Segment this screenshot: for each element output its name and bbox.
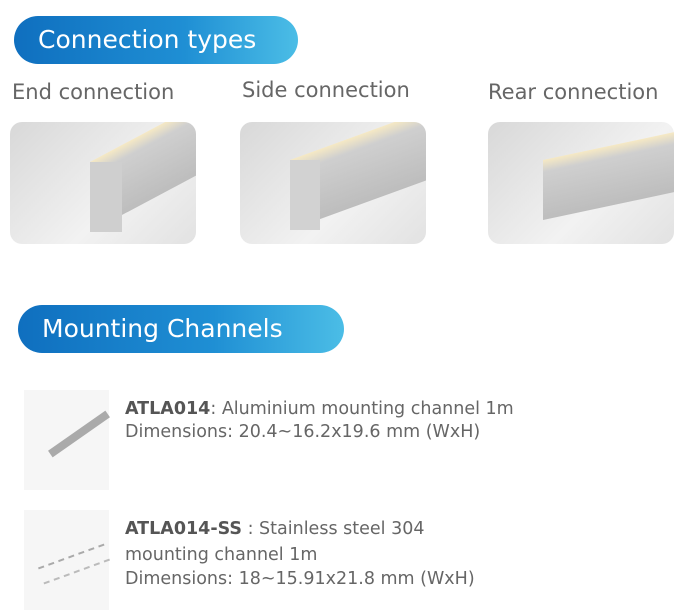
product-code: ATLA014 [125,399,211,419]
product-dimensions: Dimensions: 18~15.91x21.8 mm (WxH) [125,569,475,589]
side-connection-image [240,122,426,244]
product-atla014-ss: ATLA014-SS : Stainless steel 304 mountin… [125,516,475,590]
product-description-cont: mounting channel 1m [125,545,318,565]
atla014-image [24,390,110,490]
end-connection-image [10,122,196,244]
mounting-channels-heading: Mounting Channels [18,305,344,353]
product-code: ATLA014-SS [125,519,243,539]
product-description: : Stainless steel 304 [242,519,425,539]
atla014-ss-image [24,510,110,610]
rear-connection-image [488,122,674,244]
product-description: : Aluminium mounting channel 1m [210,399,514,419]
product-dimensions: Dimensions: 20.4~16.2x19.6 mm (WxH) [125,422,481,442]
end-connection-label: End connection [12,80,175,104]
rear-connection-label: Rear connection [488,80,659,104]
product-atla014: ATLA014: Aluminium mounting channel 1m D… [125,398,514,444]
connection-types-heading: Connection types [14,16,298,64]
side-connection-label: Side connection [242,78,410,102]
